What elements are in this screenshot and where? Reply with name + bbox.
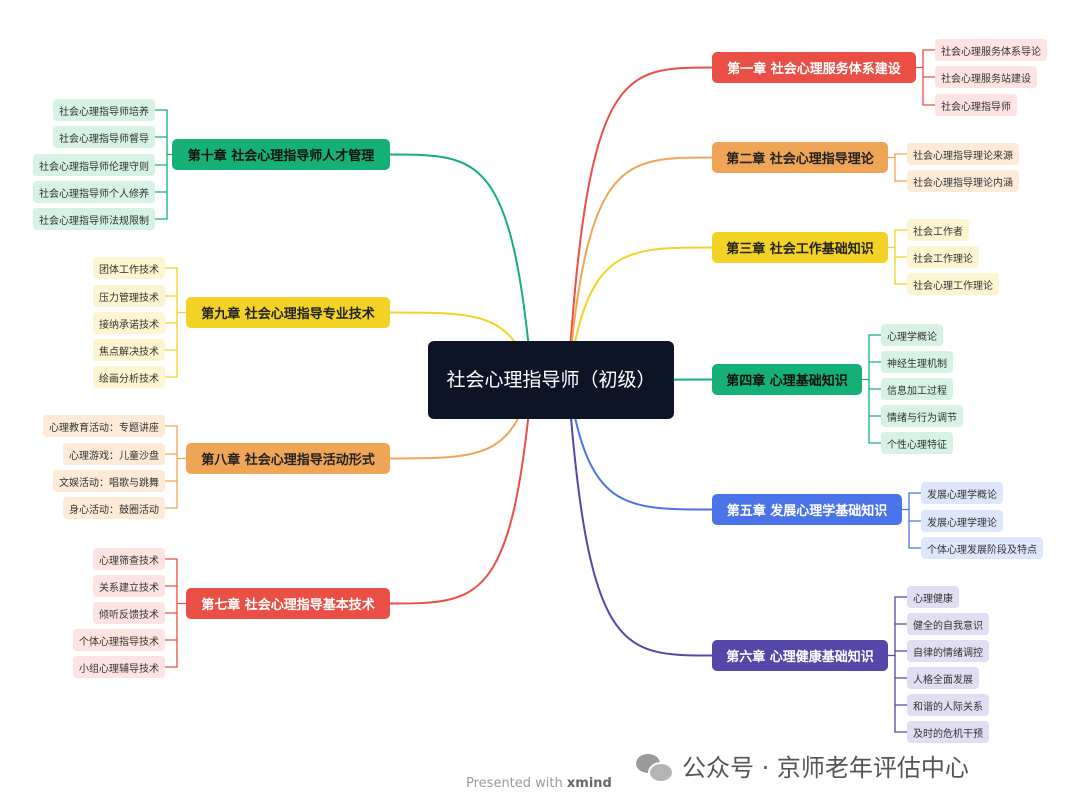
leaf-ch4-3[interactable]: 情绪与行为调节 xyxy=(881,405,963,427)
chapter-ch2[interactable]: 第二章 社会心理指导理论 xyxy=(712,142,888,173)
leaf-ch8-0[interactable]: 心理教育活动：专题讲座 xyxy=(43,415,165,437)
leaf-ch9-0[interactable]: 团体工作技术 xyxy=(93,257,165,279)
leaf-ch10-1[interactable]: 社会心理指导师督导 xyxy=(53,126,155,148)
branch-line-ch1 xyxy=(567,66,713,381)
leaf-ch3-0[interactable]: 社会工作者 xyxy=(907,219,969,241)
leaf-ch9-1[interactable]: 压力管理技术 xyxy=(93,285,165,307)
leaf-ch2-1[interactable]: 社会心理指导理论内涵 xyxy=(907,170,1019,192)
branch-line-ch3 xyxy=(567,246,713,381)
branch-line-ch5 xyxy=(567,379,713,511)
leaf-ch7-0[interactable]: 心理筛查技术 xyxy=(93,548,165,570)
branch-line-ch10 xyxy=(389,153,533,381)
leaf-ch8-3[interactable]: 身心活动：鼓圈活动 xyxy=(63,497,165,519)
branch-line-ch2 xyxy=(567,156,713,381)
wechat-brand: 公众号 · 京师老年评估中心 xyxy=(636,748,969,783)
wechat-icon xyxy=(636,751,674,783)
leaf-ch4-0[interactable]: 心理学概论 xyxy=(881,324,943,346)
leaf-ch4-2[interactable]: 信息加工过程 xyxy=(881,378,953,400)
leaf-ch4-1[interactable]: 神经生理机制 xyxy=(881,351,953,373)
leaf-ch7-4[interactable]: 小组心理辅导技术 xyxy=(73,656,165,678)
chapter-ch1[interactable]: 第一章 社会心理服务体系建设 xyxy=(712,52,916,83)
leaf-ch6-0[interactable]: 心理健康 xyxy=(907,586,959,608)
chapter-ch5[interactable]: 第五章 发展心理学基础知识 xyxy=(712,494,902,525)
xmind-watermark: Presented with xmind xyxy=(466,776,612,791)
chapter-ch3[interactable]: 第三章 社会工作基础知识 xyxy=(712,232,888,263)
branch-line-ch7 xyxy=(389,379,533,605)
branch-line-ch6 xyxy=(567,379,713,657)
leaf-ch5-2[interactable]: 个体心理发展阶段及特点 xyxy=(921,537,1043,559)
chapter-ch7[interactable]: 第七章 社会心理指导基本技术 xyxy=(186,588,390,619)
leaf-ch10-3[interactable]: 社会心理指导师个人修养 xyxy=(33,181,155,203)
chapter-ch6[interactable]: 第六章 心理健康基础知识 xyxy=(712,640,888,671)
leaf-ch10-0[interactable]: 社会心理指导师培养 xyxy=(53,99,155,121)
xmind-logo-text: xmind xyxy=(566,776,612,791)
leaf-ch7-2[interactable]: 倾听反馈技术 xyxy=(93,602,165,624)
wechat-account-text: 公众号 · 京师老年评估中心 xyxy=(682,754,969,782)
leaf-ch1-0[interactable]: 社会心理服务体系导论 xyxy=(935,39,1047,61)
chapter-ch9[interactable]: 第九章 社会心理指导专业技术 xyxy=(186,297,390,328)
leaf-ch8-1[interactable]: 心理游戏：儿童沙盘 xyxy=(63,443,165,465)
leaf-ch4-4[interactable]: 个性心理特征 xyxy=(881,432,953,454)
central-topic[interactable]: 社会心理指导师（初级） xyxy=(428,341,674,419)
leaf-ch1-1[interactable]: 社会心理服务站建设 xyxy=(935,66,1037,88)
leaf-ch6-3[interactable]: 人格全面发展 xyxy=(907,667,979,689)
leaf-ch6-1[interactable]: 健全的自我意识 xyxy=(907,613,989,635)
chapter-ch4[interactable]: 第四章 心理基础知识 xyxy=(712,364,862,395)
leaf-ch10-4[interactable]: 社会心理指导师法规限制 xyxy=(33,208,155,230)
leaf-ch9-4[interactable]: 绘画分析技术 xyxy=(93,366,165,388)
leaf-ch6-5[interactable]: 及时的危机干预 xyxy=(907,721,989,743)
chapter-ch10[interactable]: 第十章 社会心理指导师人才管理 xyxy=(172,139,390,170)
leaf-ch5-0[interactable]: 发展心理学概论 xyxy=(921,482,1003,504)
leaf-ch1-2[interactable]: 社会心理指导师 xyxy=(935,94,1017,116)
leaf-ch5-1[interactable]: 发展心理学理论 xyxy=(921,510,1003,532)
presented-with-text: Presented with xyxy=(466,776,563,791)
leaf-ch6-4[interactable]: 和谐的人际关系 xyxy=(907,694,989,716)
leaf-ch3-1[interactable]: 社会工作理论 xyxy=(907,246,979,268)
leaf-ch9-2[interactable]: 接纳承诺技术 xyxy=(93,312,165,334)
leaf-ch3-2[interactable]: 社会心理工作理论 xyxy=(907,273,999,295)
leaf-ch7-3[interactable]: 个体心理指导技术 xyxy=(73,629,165,651)
leaf-ch8-2[interactable]: 文娱活动：唱歌与跳舞 xyxy=(53,470,165,492)
leaf-ch7-1[interactable]: 关系建立技术 xyxy=(93,575,165,597)
leaf-ch9-3[interactable]: 焦点解决技术 xyxy=(93,339,165,361)
leaf-ch10-2[interactable]: 社会心理指导师伦理守则 xyxy=(33,154,155,176)
leaf-ch2-0[interactable]: 社会心理指导理论来源 xyxy=(907,143,1019,165)
leaf-ch6-2[interactable]: 自律的情绪调控 xyxy=(907,640,989,662)
chapter-ch8[interactable]: 第八章 社会心理指导活动形式 xyxy=(186,443,390,474)
